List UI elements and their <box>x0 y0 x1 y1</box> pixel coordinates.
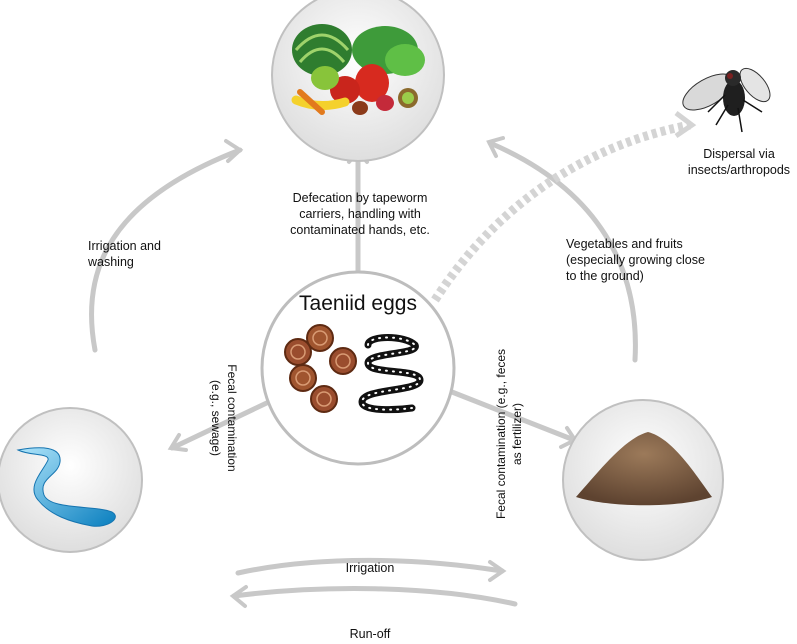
water-stream-icon <box>16 447 116 527</box>
arrow-dispersal <box>431 111 697 303</box>
center-node <box>260 270 456 466</box>
arrows <box>89 136 638 608</box>
produce-node <box>271 0 445 162</box>
arrow-center-to-water <box>169 397 276 451</box>
fly-icon <box>682 67 771 133</box>
center-title: Taeniid eggs <box>299 292 417 315</box>
arrow-soil-to-produce <box>487 140 638 363</box>
water-node <box>0 407 143 553</box>
label-produce-via-soil: Vegetables and fruits (especially growin… <box>566 237 705 283</box>
fruits-vegetables-icon <box>291 24 425 115</box>
label-fly: Dispersal via insects/arthropods <box>687 147 791 177</box>
tapeworm-icon <box>358 334 424 414</box>
arrow-water-to-produce <box>89 147 243 353</box>
label-soil-fecal: Fecal contamination (e.g., feces as fert… <box>494 348 524 520</box>
soil-pile-icon <box>576 432 712 506</box>
soil-node <box>562 399 724 561</box>
label-produce-source: Defecation by tapeworm carriers, handlin… <box>290 191 430 237</box>
arrow-center-to-soil <box>449 389 577 443</box>
label-runoff: Run-off <box>349 627 391 641</box>
arrow-runoff <box>231 586 518 607</box>
arrow-irrigation <box>235 557 505 576</box>
label-water-fecal: Fecal contamination (e.g., sewage) <box>209 364 239 472</box>
label-water-to-produce: Irrigation and washing <box>88 239 161 269</box>
taeniid-egg-icon <box>284 324 357 413</box>
label-irrigation: Irrigation <box>345 561 395 575</box>
